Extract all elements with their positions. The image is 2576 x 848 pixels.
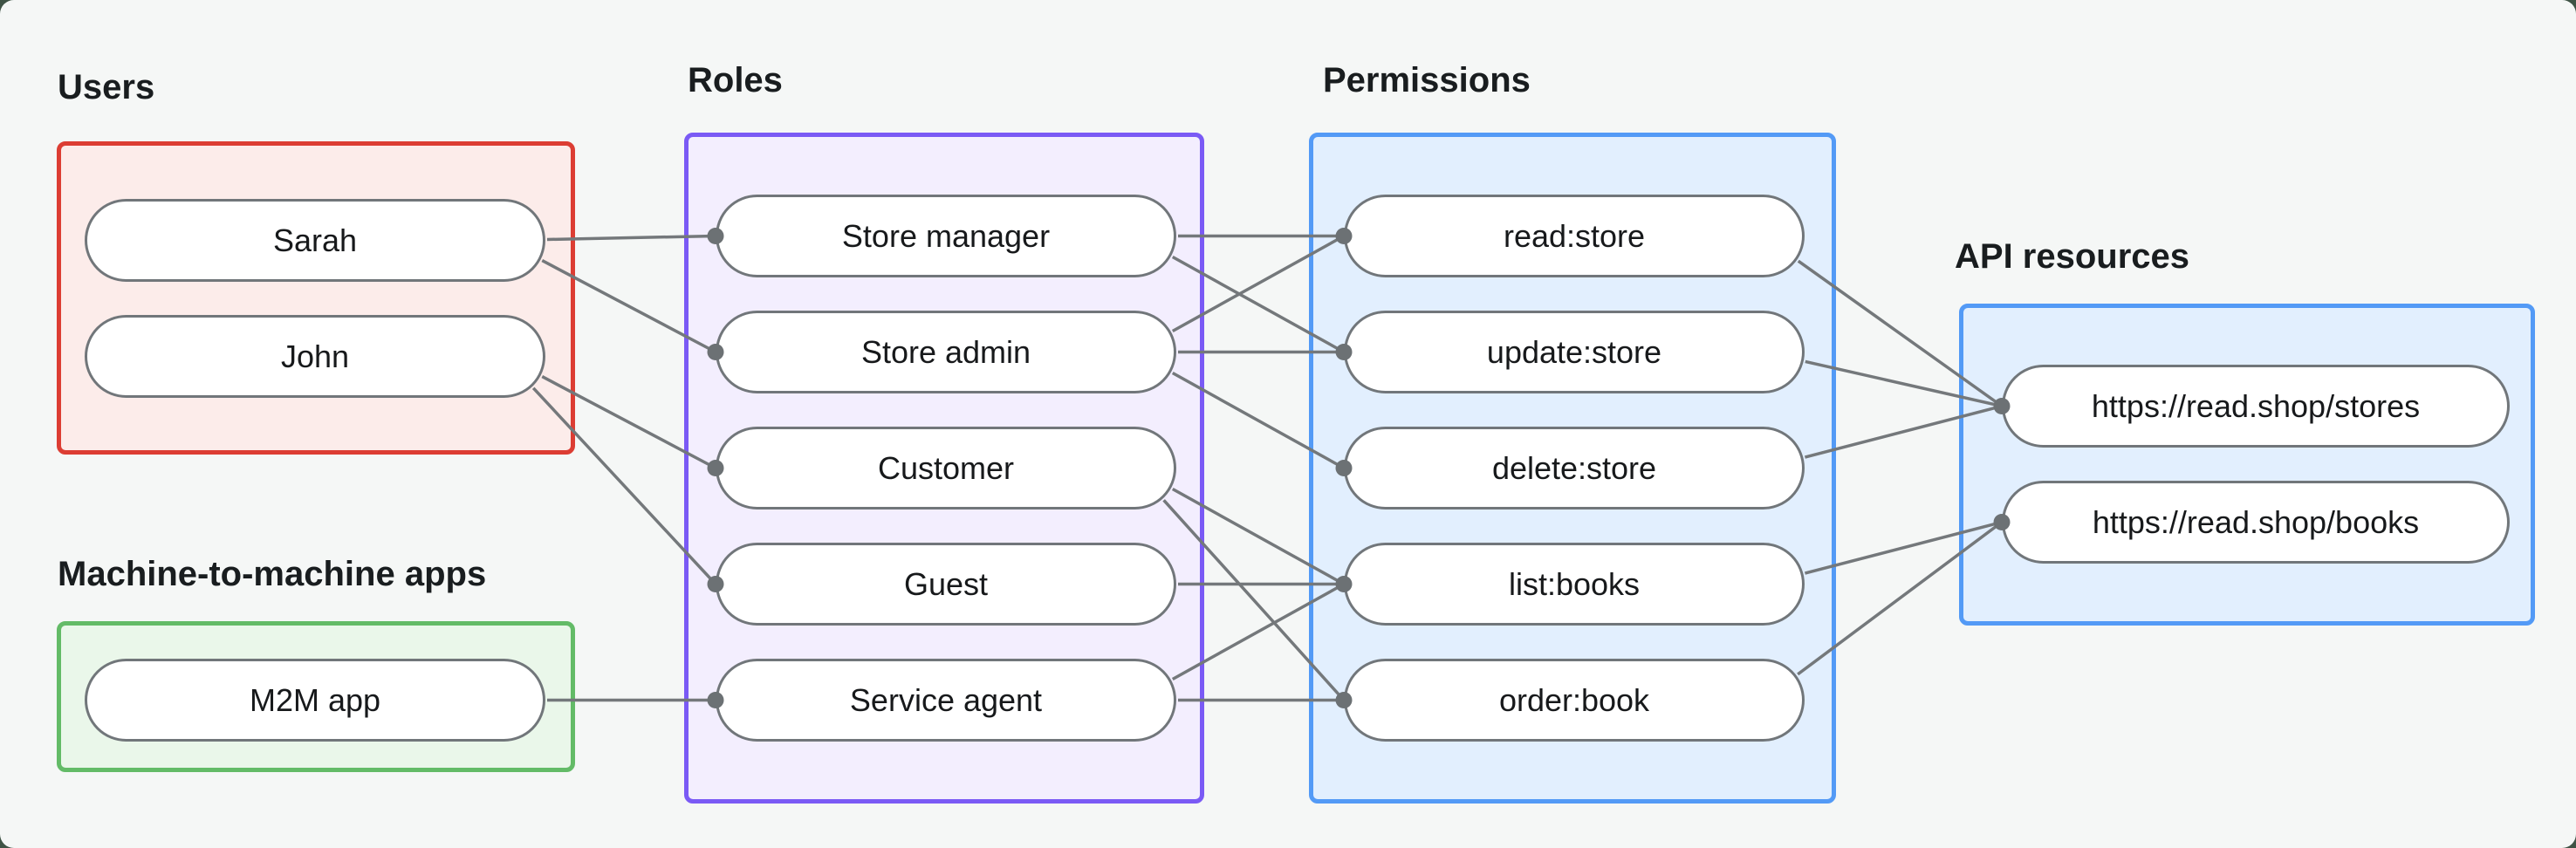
group-label-permissions: Permissions [1323,61,1531,99]
node-store-admin: Store admin [716,311,1176,393]
group-label-users: Users [58,68,155,106]
group-box-users [57,141,575,455]
group-label-roles: Roles [688,61,783,99]
node-guest: Guest [716,543,1176,626]
node-list-books: list:books [1344,543,1805,626]
group-label-m2m: Machine-to-machine apps [58,555,487,593]
node-read-store: read:store [1344,195,1805,277]
node-store-manager: Store manager [716,195,1176,277]
node-update-store: update:store [1344,311,1805,393]
node-order-book: order:book [1344,659,1805,742]
group-box-api [1959,304,2535,626]
group-label-api: API resources [1955,237,2190,276]
node-stores: https://read.shop/stores [2002,365,2510,448]
node-service-agent: Service agent [716,659,1176,742]
node-delete-store: delete:store [1344,427,1805,509]
node-m2m-app: M2M app [85,659,545,742]
node-books: https://read.shop/books [2002,481,2510,564]
node-customer: Customer [716,427,1176,509]
node-sarah: Sarah [85,199,545,282]
node-john: John [85,315,545,398]
